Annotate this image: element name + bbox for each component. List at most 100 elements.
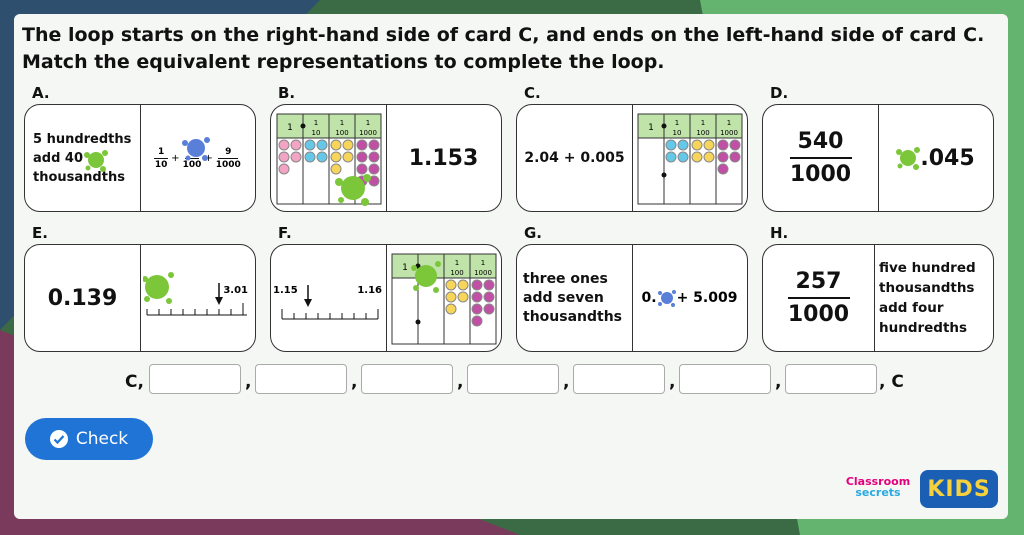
card-g-left-line1: three ones bbox=[523, 270, 608, 287]
frac-den: 1000 bbox=[789, 162, 852, 187]
card-c-left: 2.04 + 0.005 bbox=[517, 105, 633, 211]
card-g-left: three ones add seven thousandths bbox=[517, 245, 633, 351]
svg-text:1000: 1000 bbox=[359, 129, 377, 137]
card-a-label: A. bbox=[32, 84, 50, 102]
card-e-left: 0.139 bbox=[25, 245, 141, 351]
frac-num: 9 bbox=[225, 146, 232, 157]
svg-text:10: 10 bbox=[311, 129, 320, 137]
frac-num: 1 bbox=[158, 146, 165, 157]
svg-text:1: 1 bbox=[339, 119, 343, 127]
frac-den: 100 bbox=[182, 159, 202, 170]
card-a[interactable]: 5 hundredths add 40 thousandths 110 + 11… bbox=[24, 104, 256, 212]
card-h-right-line4: hundredths bbox=[879, 320, 968, 336]
svg-text:1: 1 bbox=[454, 259, 458, 267]
card-b-value: 1.153 bbox=[408, 145, 479, 171]
svg-text:1: 1 bbox=[365, 119, 369, 127]
kids-logo: KIDS bbox=[920, 470, 998, 508]
logo-line1: Classroom bbox=[845, 475, 911, 488]
svg-text:1: 1 bbox=[674, 119, 678, 127]
check-button[interactable]: Check bbox=[25, 418, 153, 460]
card-g-left-line2: add seven bbox=[523, 289, 604, 306]
answer-box-2[interactable] bbox=[255, 364, 347, 394]
paint-splat-icon bbox=[84, 150, 108, 172]
svg-text:1000: 1000 bbox=[720, 129, 738, 137]
card-g-right: 0. + 5.009 bbox=[633, 245, 746, 351]
card-g-value-a: 0. bbox=[641, 290, 657, 306]
card-b-left: 1 1 10 1 100 1 1000 bbox=[271, 105, 387, 211]
svg-text:1: 1 bbox=[287, 123, 293, 133]
card-e[interactable]: 0.139 3.01 bbox=[24, 244, 256, 352]
loop-end-label: , C bbox=[879, 372, 904, 392]
answer-box-3[interactable] bbox=[361, 364, 453, 394]
answer-box-1[interactable] bbox=[149, 364, 241, 394]
frac-den: 1000 bbox=[787, 302, 850, 327]
answer-box-4[interactable] bbox=[467, 364, 559, 394]
svg-text:1: 1 bbox=[313, 119, 317, 127]
svg-text:10: 10 bbox=[672, 129, 681, 137]
card-g-value-b: + 5.009 bbox=[676, 290, 738, 306]
question-line-2: Match the equivalent representations to … bbox=[22, 51, 665, 73]
frac-num: 257 bbox=[795, 269, 842, 294]
paint-splat-icon bbox=[182, 137, 210, 161]
check-circle-icon bbox=[49, 430, 68, 448]
card-c-expression: 2.04 + 0.005 bbox=[524, 149, 625, 166]
svg-text:100: 100 bbox=[450, 269, 463, 277]
svg-text:1: 1 bbox=[700, 119, 704, 127]
card-h-fraction: 257 1000 bbox=[787, 269, 850, 327]
svg-text:1: 1 bbox=[480, 259, 484, 267]
separator: , bbox=[669, 372, 676, 392]
card-h-right: five hundred thousandths add four hundre… bbox=[875, 245, 992, 351]
card-h-right-line3: add four bbox=[879, 300, 944, 316]
card-d-fraction: 540 1000 bbox=[789, 129, 852, 187]
loop-start-label: C, bbox=[125, 372, 144, 392]
card-d-value: .045 bbox=[920, 145, 975, 171]
svg-text:1: 1 bbox=[402, 263, 408, 273]
card-c-label: C. bbox=[524, 84, 541, 102]
card-f[interactable]: 1.15 1.16 1 1 100 1 1000 bbox=[270, 244, 502, 352]
card-h[interactable]: 257 1000 five hundred thousandths add fou… bbox=[762, 244, 994, 352]
card-d-right: .045 bbox=[879, 105, 992, 211]
svg-text:1: 1 bbox=[648, 123, 654, 133]
answer-box-5[interactable] bbox=[573, 364, 665, 394]
card-e-value: 0.139 bbox=[47, 285, 118, 311]
plus-sign: + bbox=[204, 152, 213, 164]
question-text: The loop starts on the right-hand side o… bbox=[22, 22, 984, 76]
card-g-label: G. bbox=[524, 224, 543, 242]
answer-box-6[interactable] bbox=[679, 364, 771, 394]
fraction-thousandth: 9 1000 bbox=[216, 147, 241, 170]
svg-text:1000: 1000 bbox=[474, 269, 492, 277]
answer-box-7[interactable] bbox=[785, 364, 877, 394]
card-e-right: 3.01 bbox=[141, 245, 254, 351]
card-f-left: 1.15 1.16 bbox=[271, 245, 387, 351]
card-d[interactable]: 540 1000 .045 bbox=[762, 104, 994, 212]
card-b[interactable]: 1 1 10 1 100 1 1000 1.153 bbox=[270, 104, 502, 212]
number-line-start: 1.15 bbox=[273, 285, 298, 296]
check-button-label: Check bbox=[75, 429, 129, 449]
paint-splat-icon bbox=[657, 290, 676, 307]
number-line-end: 3.01 bbox=[223, 285, 248, 296]
question-line-1: The loop starts on the right-hand side o… bbox=[22, 24, 985, 46]
frac-num: 540 bbox=[797, 129, 844, 154]
number-line bbox=[142, 272, 247, 316]
separator: , bbox=[245, 372, 252, 392]
card-e-label: E. bbox=[32, 224, 48, 242]
number-line bbox=[281, 285, 378, 320]
card-b-right: 1.153 bbox=[387, 105, 500, 211]
paint-splat-icon bbox=[896, 147, 921, 170]
card-d-left: 540 1000 bbox=[763, 105, 879, 211]
frac-den: 1000 bbox=[215, 159, 241, 170]
svg-text:1: 1 bbox=[726, 119, 730, 127]
card-d-label: D. bbox=[770, 84, 789, 102]
svg-text:100: 100 bbox=[335, 129, 348, 137]
card-h-label: H. bbox=[770, 224, 789, 242]
card-h-right-line2: thousandths bbox=[879, 280, 975, 296]
card-g-left-line3: thousandths bbox=[523, 308, 623, 325]
card-h-right-line1: five hundred bbox=[879, 260, 976, 276]
separator: , bbox=[775, 372, 782, 392]
card-f-label: F. bbox=[278, 224, 292, 242]
card-g[interactable]: three ones add seven thousandths 0. + 5.… bbox=[516, 244, 748, 352]
logo-line2: secrets bbox=[855, 486, 901, 499]
